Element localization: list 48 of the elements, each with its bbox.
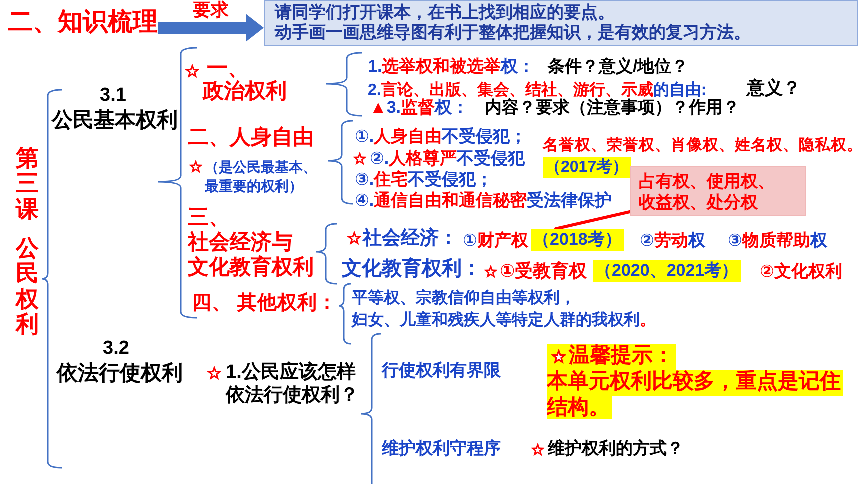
topic-heading: 一、政治权利 xyxy=(203,57,288,103)
exam-year-tag: （2018考） xyxy=(531,229,624,252)
tip-text: 本单元权利比较多，重点是记住结构。 xyxy=(547,369,842,421)
subtopic-heading: 社会经济： xyxy=(363,228,458,251)
rights-list: 名誉权、荣誉权、肖像权、姓名权、隐私权。 xyxy=(543,137,860,156)
list-item: 2.言论、出版、集会、结社、游行、示威的自由: xyxy=(368,81,707,99)
connector-line xyxy=(554,210,632,230)
section-number: 3.2 xyxy=(103,338,130,361)
list-item: ▲3.监督权： xyxy=(370,98,470,118)
section-heading: 公民基本权利 xyxy=(52,108,178,134)
topic-heading: 四、 其他权利： xyxy=(192,292,338,316)
lesson-title: 第三课 xyxy=(16,146,39,222)
question-text: 意义？ xyxy=(747,78,801,100)
section-heading: 依法行使权利 xyxy=(57,361,183,386)
subtopic-text: 行使权利有界限 xyxy=(382,361,501,382)
list-item: ④.通信自由和通信秘密受法律保护 xyxy=(355,191,612,212)
section-title: 二、知识梳理 xyxy=(8,7,158,37)
exam-year-tag: （2020、2021考） xyxy=(593,260,741,282)
list-item: ①财产权 xyxy=(463,231,528,252)
list-item: ②劳动权 xyxy=(640,231,706,252)
edge-label: 要求 xyxy=(193,0,229,22)
list-item: ③.住宅不受侵犯； xyxy=(355,170,494,190)
block-arrow xyxy=(158,14,264,42)
note-text: 占有权、使用权、收益权、处分权 xyxy=(639,171,776,213)
tip-heading: 温馨提示： xyxy=(569,343,674,369)
list-item: 平等权、宗教信仰自由等权利，妇女、儿童和残疾人等特定人群的我权利。 xyxy=(352,288,657,331)
lesson-title: 公民权利 xyxy=(16,236,39,338)
list-item: ②文化权利 xyxy=(760,262,842,282)
list-item: ①受教育权 xyxy=(500,261,588,283)
list-item: 1.选举权和被选举权： xyxy=(368,57,536,78)
list-item: ①.人身自由不受侵犯； xyxy=(355,127,528,148)
section-number: 3.1 xyxy=(100,85,126,108)
instruction-box xyxy=(264,0,858,46)
topic-heading: 二、人身自由 xyxy=(188,125,314,150)
question-text: 条件？意义/地位？ xyxy=(548,57,689,78)
instruction-text: 请同学们打开课本，在书上找到相应的要点。 xyxy=(275,3,616,23)
question-text: 1.公民应该怎样依法行使权利？ xyxy=(226,361,360,407)
topic-note: （是公民最基本、最重要的权利） xyxy=(205,158,318,196)
subtopic-text: 维护权利守程序 xyxy=(382,439,501,460)
question-text: 维护权利的方式？ xyxy=(548,439,684,460)
list-item: ③物质帮助权 xyxy=(728,231,828,252)
question-text: 内容？要求（注意事项）？作用？ xyxy=(485,98,740,118)
topic-heading: 三、社会经济与文化教育权利 xyxy=(188,205,315,280)
exam-year-tag: （2017考） xyxy=(543,157,631,178)
note-box xyxy=(630,166,806,216)
instruction-text: 动手画一画思维导图有利于整体把握知识，是有效的复习方法。 xyxy=(275,23,752,43)
list-item: ②.人格尊严不受侵犯 xyxy=(370,149,526,170)
subtopic-heading: 文化教育权利： xyxy=(342,257,482,281)
